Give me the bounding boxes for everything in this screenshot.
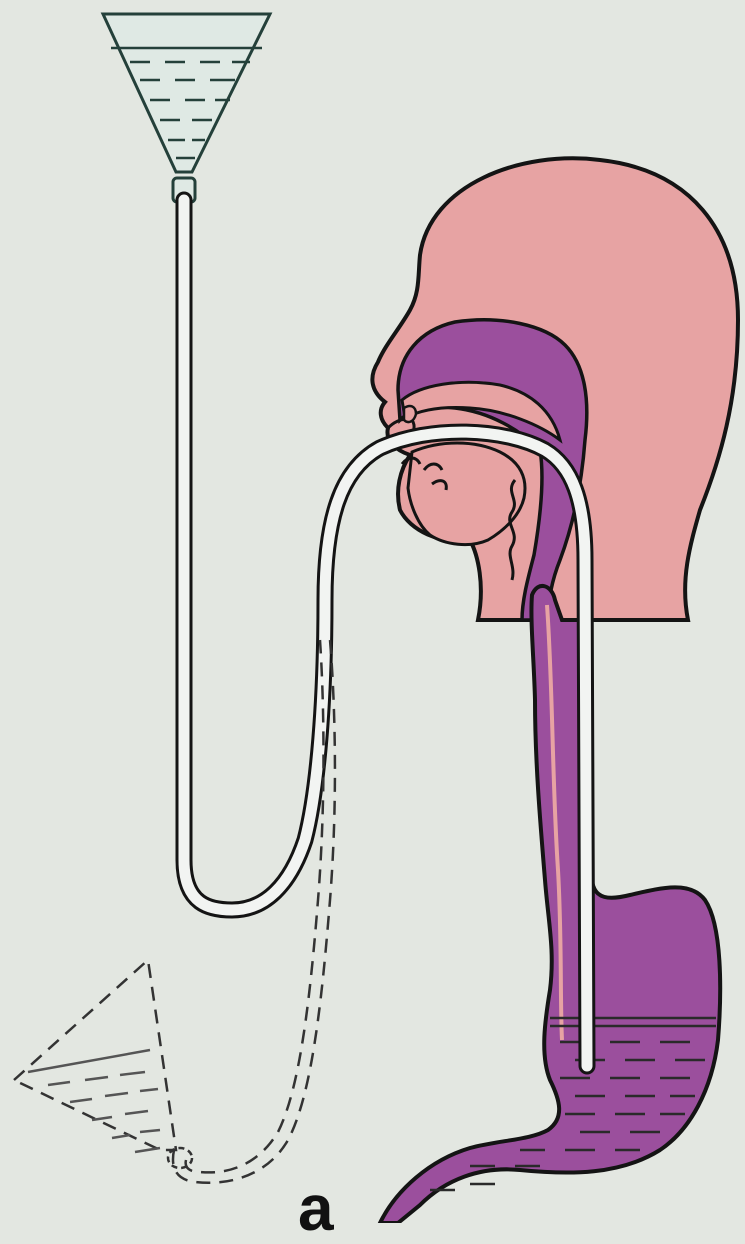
funnel-lowered-connector — [168, 1148, 192, 1168]
funnel-lowered-dashed — [14, 640, 335, 1183]
funnel-lowered-liquid — [28, 1050, 160, 1152]
panel-label: a — [298, 1176, 334, 1240]
funnel-raised — [103, 14, 270, 172]
upper-tooth — [404, 406, 416, 422]
